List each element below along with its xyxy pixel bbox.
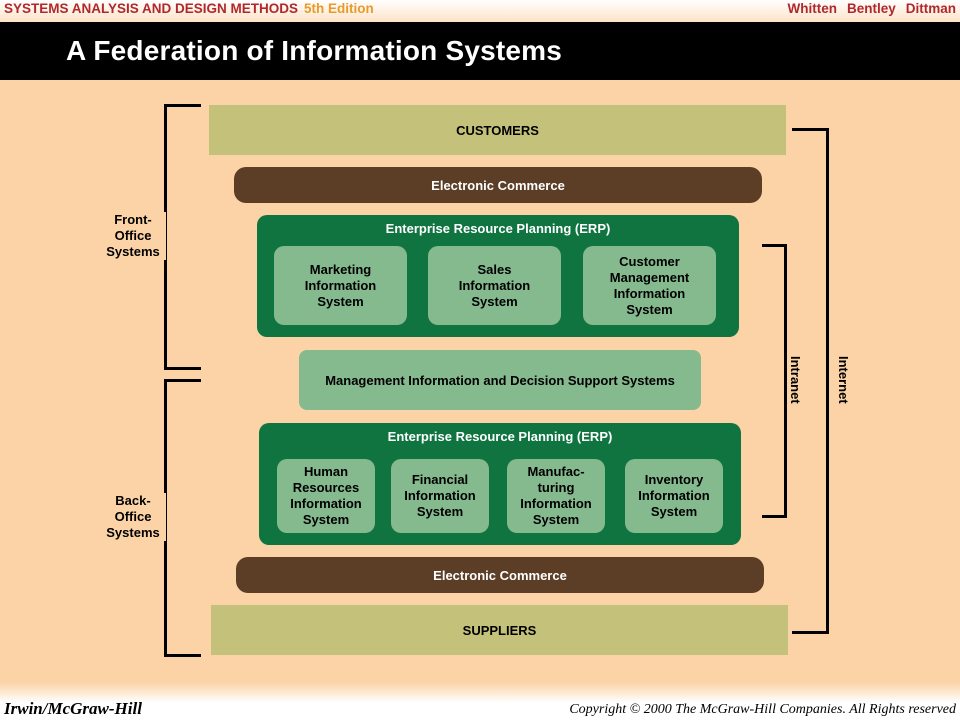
- author-2: Bentley: [846, 1, 896, 16]
- management-information-decision-support-systems: Management Information and Decision Supp…: [299, 350, 701, 410]
- customers-box: CUSTOMERS: [209, 105, 786, 155]
- sales-information-system: Sales Information System: [428, 246, 561, 325]
- inventory-information-system: Inventory Information System: [625, 459, 723, 533]
- erp-front-office-title: Enterprise Resource Planning (ERP): [385, 221, 611, 236]
- back-office-label: Back- Office Systems: [100, 493, 166, 541]
- front-office-label: Front- Office Systems: [100, 212, 166, 260]
- front-office-bracket: [164, 104, 201, 370]
- intranet-bracket: [762, 244, 787, 518]
- title-bar: A Federation of Information Systems: [0, 22, 960, 80]
- footer-bar: Irwin/McGraw-Hill Copyright © 2000 The M…: [0, 682, 960, 720]
- electronic-commerce-bottom: Electronic Commerce: [236, 557, 764, 593]
- book-title: SYSTEMS ANALYSIS AND DESIGN METHODS: [4, 1, 299, 16]
- electronic-commerce-top: Electronic Commerce: [234, 167, 762, 203]
- manufacturing-information-system: Manufac- turing Information System: [507, 459, 605, 533]
- top-header-bar: SYSTEMS ANALYSIS AND DESIGN METHODS 5th E…: [0, 0, 960, 22]
- erp-front-office: Enterprise Resource Planning (ERP) Marke…: [257, 215, 739, 337]
- author-3: Dittman: [905, 1, 956, 16]
- erp-back-office: Enterprise Resource Planning (ERP) Human…: [259, 423, 741, 545]
- erp-back-office-title: Enterprise Resource Planning (ERP): [387, 429, 613, 444]
- book-title-line: SYSTEMS ANALYSIS AND DESIGN METHODS 5th E…: [4, 1, 374, 16]
- marketing-information-system: Marketing Information System: [274, 246, 407, 325]
- author-1: Whitten: [787, 1, 837, 16]
- intranet-label: Intranet: [788, 356, 803, 404]
- financial-information-system: Financial Information System: [391, 459, 489, 533]
- back-office-bracket: [164, 379, 201, 657]
- internet-bracket: [792, 128, 829, 634]
- customer-management-information-system: Customer Management Information System: [583, 246, 716, 325]
- edition-label: 5th Edition: [304, 1, 374, 16]
- slide-title: A Federation of Information Systems: [66, 35, 563, 66]
- publisher-label: Irwin/McGraw-Hill: [4, 699, 142, 718]
- copyright-label: Copyright © 2000 The McGraw-Hill Compani…: [569, 702, 956, 717]
- human-resources-information-system: Human Resources Information System: [277, 459, 375, 533]
- suppliers-box: SUPPLIERS: [211, 605, 788, 655]
- internet-label: Internet: [836, 356, 851, 404]
- authors: Whitten Bentley Dittman: [777, 1, 956, 16]
